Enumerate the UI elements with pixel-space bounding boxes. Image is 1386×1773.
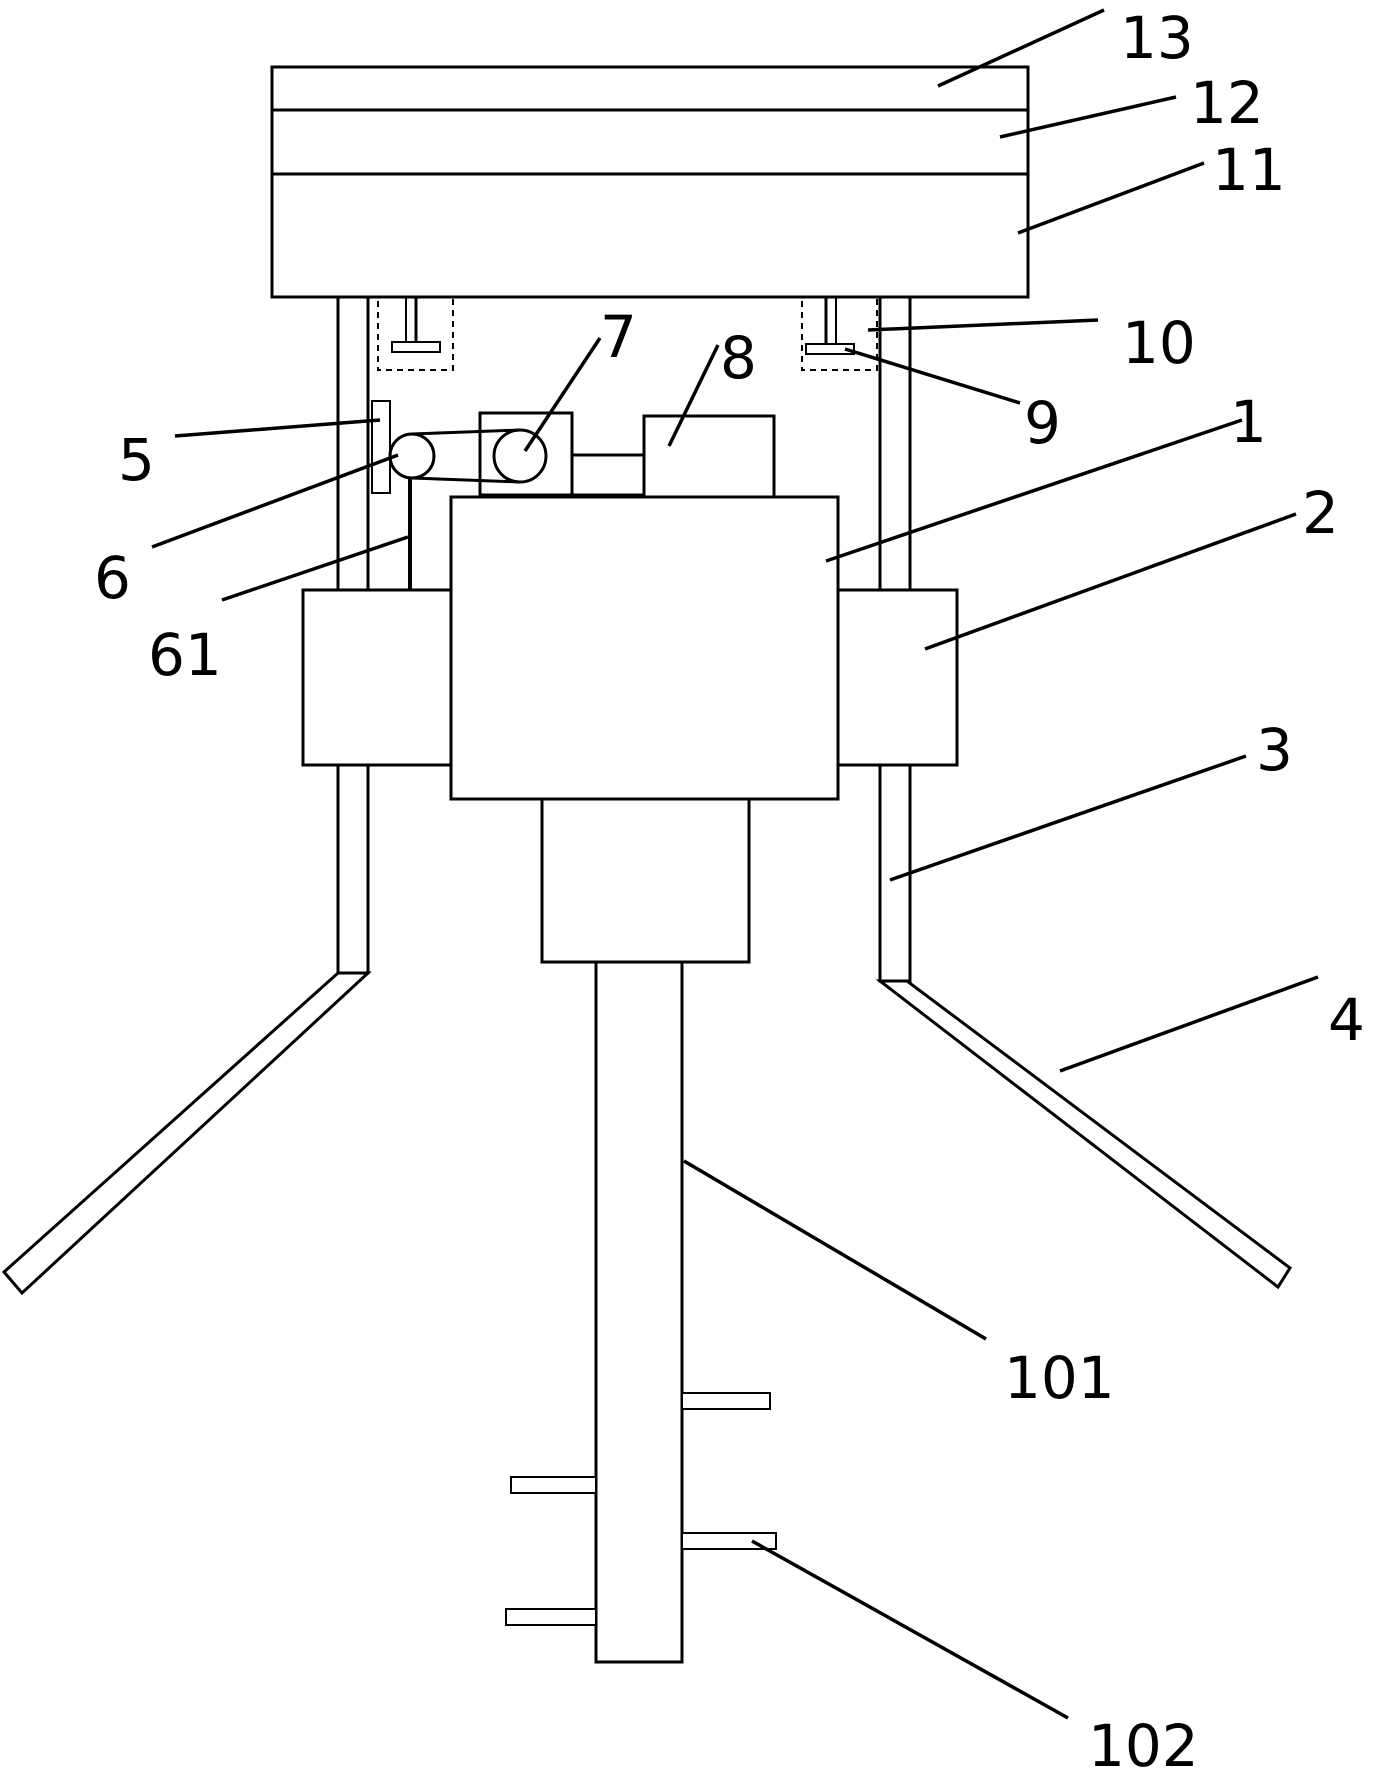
leader-102 bbox=[751, 1539, 1069, 1720]
leader-4 bbox=[1059, 975, 1319, 1073]
blade-right-lower bbox=[681, 1532, 777, 1550]
label-1: 1 bbox=[1230, 388, 1267, 456]
main-body-1 bbox=[449, 495, 840, 801]
leader-61 bbox=[221, 535, 409, 602]
label-10: 10 bbox=[1122, 309, 1196, 377]
drill-shaft-101 bbox=[594, 960, 684, 1664]
pulley-7 bbox=[492, 428, 548, 484]
label-12: 12 bbox=[1190, 69, 1264, 137]
clamp-pad-left bbox=[391, 341, 441, 353]
leader-2 bbox=[924, 512, 1297, 651]
leader-11 bbox=[1017, 161, 1205, 235]
leader-12 bbox=[999, 95, 1177, 139]
leader-5 bbox=[174, 418, 381, 438]
belt-bottom bbox=[411, 476, 521, 484]
label-102: 102 bbox=[1088, 1712, 1199, 1773]
leader-8 bbox=[667, 344, 720, 447]
label-61: 61 bbox=[148, 621, 222, 689]
label-4: 4 bbox=[1328, 986, 1365, 1054]
lower-housing bbox=[540, 797, 751, 964]
motor-8 bbox=[642, 414, 776, 500]
label-6: 6 bbox=[94, 544, 131, 612]
label-101: 101 bbox=[1004, 1344, 1115, 1412]
side-block-right bbox=[832, 588, 959, 767]
label-8: 8 bbox=[720, 324, 757, 392]
leader-9 bbox=[844, 347, 1021, 405]
label-2: 2 bbox=[1302, 479, 1339, 547]
leader-10 bbox=[867, 318, 1099, 332]
leader-1 bbox=[825, 418, 1243, 563]
leader-3 bbox=[889, 754, 1247, 882]
leader-7 bbox=[523, 337, 602, 452]
top-plate-assembly bbox=[270, 65, 1030, 299]
clamp-housing-right bbox=[801, 296, 878, 371]
leader-6 bbox=[151, 453, 399, 549]
coupling-shaft bbox=[570, 453, 646, 497]
belt-top bbox=[411, 428, 521, 436]
mount-plate-5 bbox=[371, 400, 391, 494]
label-3: 3 bbox=[1256, 716, 1293, 784]
angled-foot-right bbox=[875, 979, 1293, 1290]
leader-13 bbox=[937, 8, 1105, 88]
side-block-left bbox=[301, 588, 453, 767]
label-13: 13 bbox=[1120, 4, 1194, 72]
blade-left-upper bbox=[510, 1476, 597, 1494]
label-11: 11 bbox=[1212, 136, 1286, 204]
clamp-pad-right bbox=[805, 343, 855, 355]
label-5: 5 bbox=[118, 426, 155, 494]
leader-101 bbox=[683, 1159, 987, 1341]
label-7: 7 bbox=[600, 303, 637, 371]
blade-right-upper bbox=[681, 1392, 771, 1410]
angled-foot-left bbox=[1, 971, 372, 1296]
label-9: 9 bbox=[1024, 389, 1061, 457]
blade-left-lower bbox=[505, 1608, 597, 1626]
